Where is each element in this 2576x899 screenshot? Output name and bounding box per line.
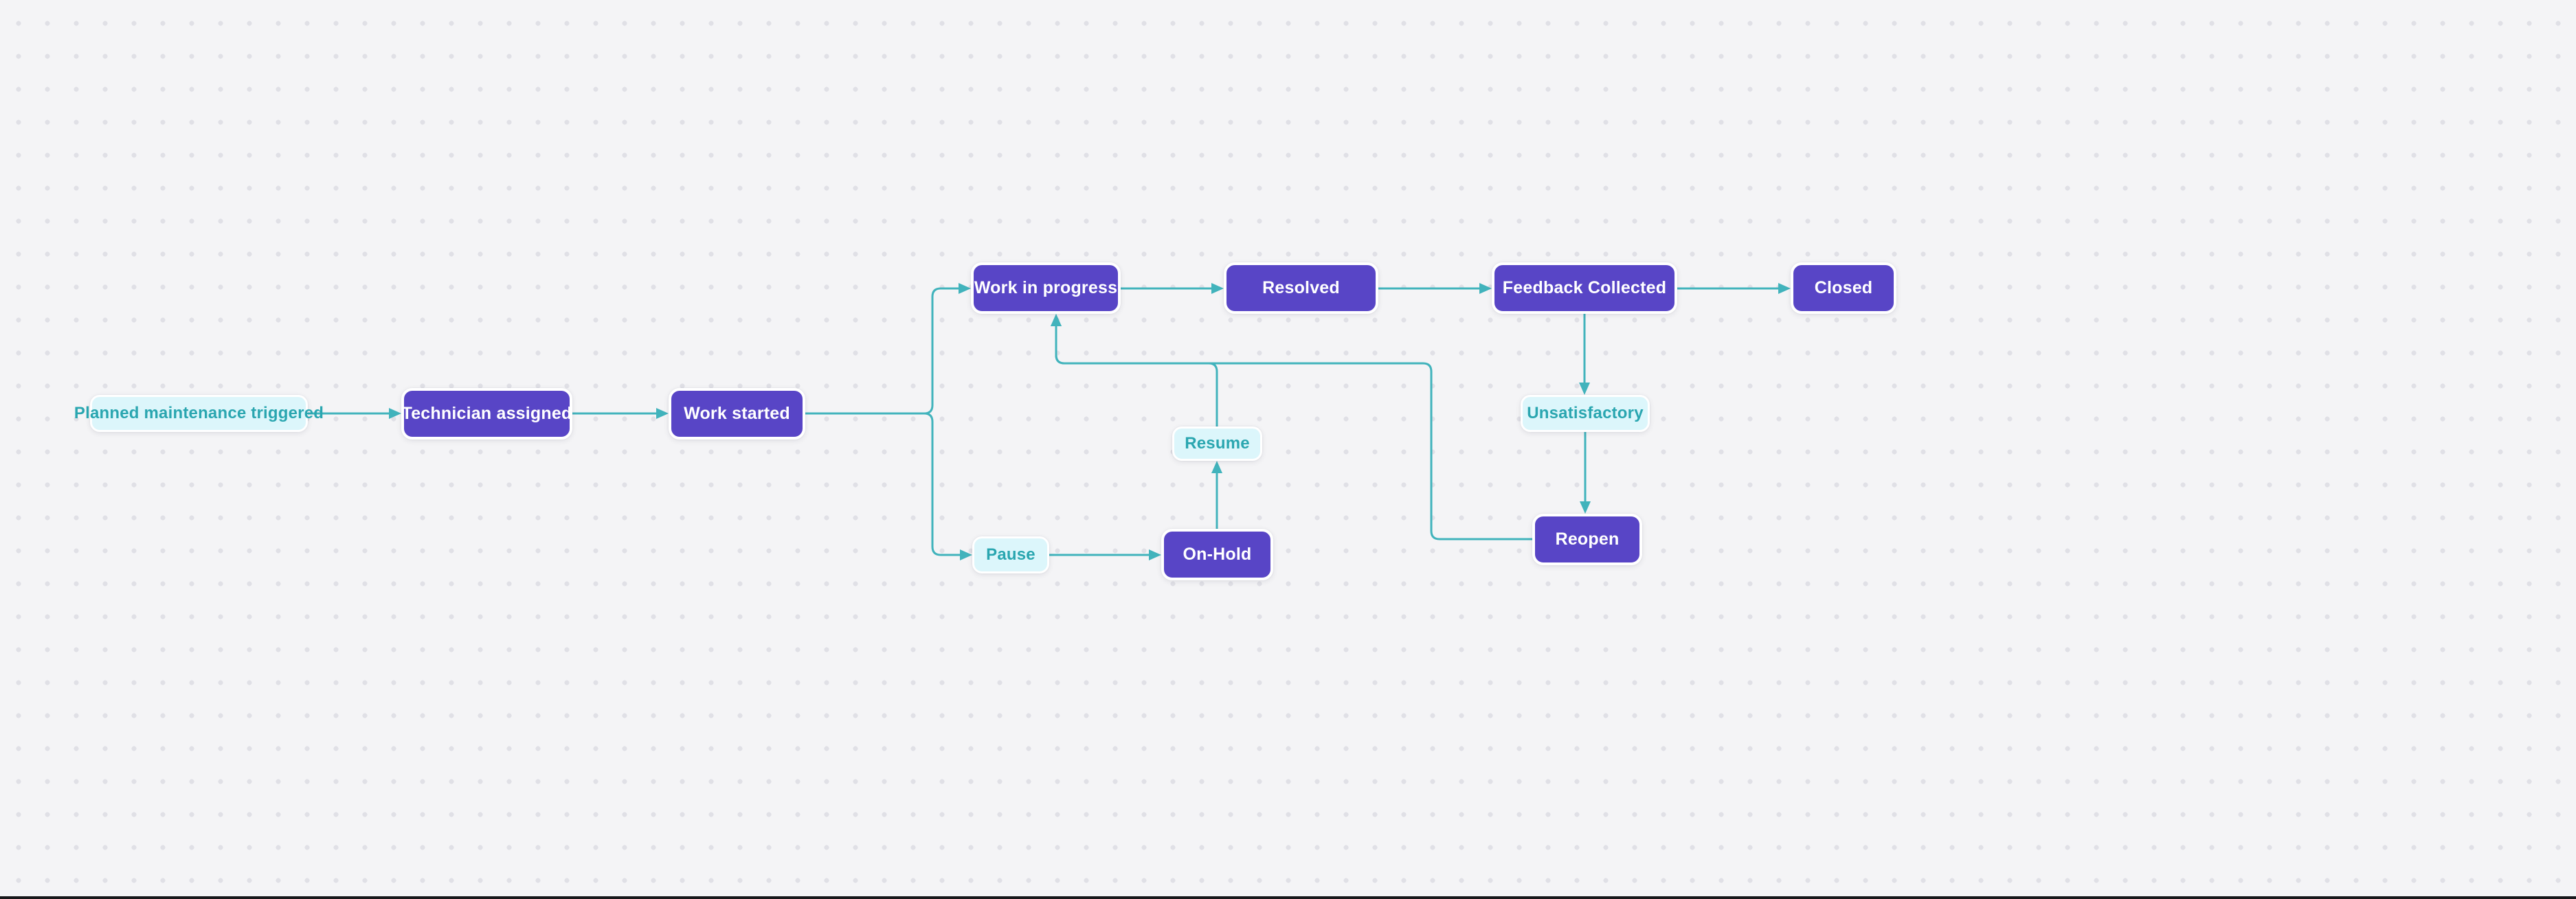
arrowhead-icon — [960, 549, 972, 560]
node-label: Resolved — [1262, 278, 1340, 297]
node-label: Pause — [986, 545, 1035, 564]
arrowhead-icon — [1211, 283, 1224, 294]
arrowhead-icon — [389, 408, 401, 419]
arrowhead-icon — [1580, 501, 1591, 514]
node-label: Work in progress — [974, 278, 1118, 297]
edge-technician-to-work-started[interactable] — [572, 408, 669, 419]
node-label: Work started — [684, 404, 790, 423]
node-pause[interactable]: Pause — [972, 536, 1049, 573]
node-work-started[interactable]: Work started — [669, 388, 805, 440]
edge-feedback-to-closed[interactable] — [1677, 283, 1791, 294]
node-closed[interactable]: Closed — [1791, 262, 1896, 314]
edge-on-hold-to-resume[interactable] — [1211, 461, 1222, 529]
window-bottom-edge — [0, 896, 2576, 899]
edge-feedback-to-unsatisfactory[interactable] — [1579, 314, 1590, 395]
node-reopen[interactable]: Reopen — [1532, 514, 1642, 565]
edge-work-started-to-wip[interactable] — [805, 283, 971, 415]
node-resolved[interactable]: Resolved — [1224, 262, 1378, 314]
node-label: Technician assigned — [401, 404, 572, 423]
edge-line-resume-to-wip[interactable] — [1055, 324, 1218, 426]
node-resume[interactable]: Resume — [1172, 426, 1262, 461]
node-label: Closed — [1814, 278, 1873, 297]
edge-planned-to-technician[interactable] — [308, 408, 401, 419]
node-unsatisfactory[interactable]: Unsatisfactory — [1521, 395, 1650, 432]
node-label: Feedback Collected — [1502, 278, 1667, 297]
node-work-in-progress[interactable]: Work in progress — [971, 262, 1121, 314]
edge-line-reopen-to-wip[interactable] — [1055, 324, 1532, 540]
edge-unsatisfactory-to-reopen[interactable] — [1580, 432, 1591, 514]
arrowhead-icon — [1479, 283, 1492, 294]
arrowhead-icon — [1149, 549, 1161, 560]
edge-work-started-to-pause[interactable] — [805, 412, 972, 560]
edge-wip-to-resolved[interactable] — [1121, 283, 1224, 294]
arrowhead-icon — [959, 283, 971, 294]
node-planned-maintenance-triggered[interactable]: Planned maintenance triggered — [74, 395, 324, 432]
node-on-hold[interactable]: On-Hold — [1161, 529, 1273, 580]
node-label: Unsatisfactory — [1527, 404, 1644, 422]
arrowhead-icon — [1579, 383, 1590, 395]
node-technician-assigned[interactable]: Technician assigned — [401, 388, 572, 440]
arrowhead-icon — [656, 408, 669, 419]
node-label: Reopen — [1555, 530, 1620, 549]
edge-pause-to-on-hold[interactable] — [1049, 549, 1161, 560]
edge-line-work-started-to-pause[interactable] — [805, 412, 962, 556]
node-label: On-Hold — [1183, 545, 1252, 564]
arrowhead-icon — [1211, 461, 1222, 473]
edge-reopen-to-wip[interactable] — [1051, 314, 1532, 540]
arrowhead-icon — [1778, 283, 1791, 294]
edge-resume-to-wip[interactable] — [1051, 314, 1218, 426]
node-label: Planned maintenance triggered — [74, 404, 324, 422]
arrowhead-icon — [1051, 314, 1062, 326]
node-feedback-collected[interactable]: Feedback Collected — [1492, 262, 1677, 314]
node-label: Resume — [1185, 434, 1250, 453]
edge-resolved-to-feedback[interactable] — [1378, 283, 1492, 294]
edge-line-work-started-to-wip[interactable] — [805, 287, 961, 415]
